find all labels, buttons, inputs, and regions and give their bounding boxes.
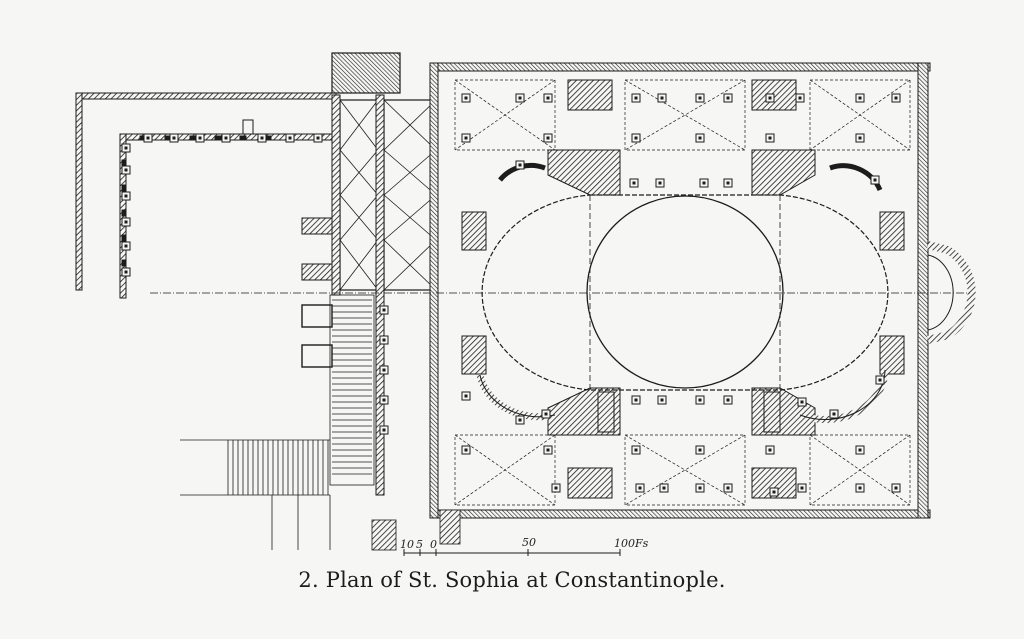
- scale-label-100: 100: [614, 537, 635, 550]
- column-shaft: [224, 136, 228, 140]
- column-shaft: [260, 136, 264, 140]
- column-shaft: [124, 270, 128, 274]
- column-shaft: [878, 378, 882, 382]
- floor-plan: 10 5 0 50 100 Fs: [75, 52, 976, 556]
- column-shaft: [660, 96, 664, 100]
- column-shaft: [726, 486, 730, 490]
- column-shaft: [698, 448, 702, 452]
- column-shaft: [858, 486, 862, 490]
- nave: [150, 162, 976, 424]
- column-shaft: [146, 136, 150, 140]
- column-shaft: [544, 412, 548, 416]
- column-shaft: [632, 181, 636, 185]
- column-shaft: [873, 178, 877, 182]
- column-shaft: [546, 96, 550, 100]
- column-shaft: [518, 96, 522, 100]
- column-shaft: [464, 448, 468, 452]
- column-shaft: [634, 136, 638, 140]
- caption-number: 2.: [298, 568, 319, 592]
- column-shaft: [858, 96, 862, 100]
- stairs: [329, 294, 375, 486]
- column-shaft: [382, 338, 386, 342]
- column-shaft: [124, 194, 128, 198]
- scale-label-0: 0: [430, 538, 437, 551]
- column-shaft: [832, 412, 836, 416]
- column-shaft: [698, 398, 702, 402]
- scale-label-5: 5: [416, 538, 423, 551]
- column-shaft: [698, 136, 702, 140]
- scale-label-unit: Fs: [634, 537, 649, 550]
- column-shaft: [124, 168, 128, 172]
- column-shaft: [698, 486, 702, 490]
- column-shaft: [198, 136, 202, 140]
- column-shaft: [634, 448, 638, 452]
- column-shaft: [464, 394, 468, 398]
- column-shaft: [124, 220, 128, 224]
- narthex: [301, 94, 437, 496]
- column-shaft: [768, 136, 772, 140]
- column-shaft: [634, 398, 638, 402]
- column-shaft: [382, 398, 386, 402]
- column-shaft: [768, 448, 772, 452]
- column-shaft: [316, 136, 320, 140]
- column-shaft: [726, 398, 730, 402]
- column-shaft: [772, 490, 776, 494]
- column-shaft: [288, 136, 292, 140]
- column-shaft: [800, 486, 804, 490]
- aisle-vaults: [454, 79, 911, 506]
- column-shaft: [546, 448, 550, 452]
- column-shaft: [726, 181, 730, 185]
- scale-label-50: 50: [522, 536, 536, 549]
- column-shaft: [634, 96, 638, 100]
- column-shaft: [464, 96, 468, 100]
- column-shaft: [660, 398, 664, 402]
- columns: [121, 93, 901, 497]
- column-shaft: [894, 96, 898, 100]
- column-shaft: [172, 136, 176, 140]
- column-shaft: [124, 146, 128, 150]
- entrance-steps: [180, 439, 461, 551]
- column-shaft: [518, 163, 522, 167]
- figure-caption: 2. Plan of St. Sophia at Constantinople.: [0, 568, 1024, 592]
- church-outer-walls: [429, 62, 931, 519]
- column-shaft: [702, 181, 706, 185]
- column-shaft: [798, 96, 802, 100]
- column-shaft: [518, 418, 522, 422]
- column-shaft: [658, 181, 662, 185]
- column-shaft: [546, 136, 550, 140]
- column-shaft: [800, 400, 804, 404]
- column-shaft: [726, 96, 730, 100]
- column-shaft: [464, 136, 468, 140]
- column-shaft: [638, 486, 642, 490]
- scale-bar: 10 5 0 50 100 Fs: [400, 536, 649, 556]
- column-shaft: [554, 486, 558, 490]
- caption-title: Plan of St. Sophia at Constantinople.: [325, 568, 726, 592]
- column-shaft: [124, 244, 128, 248]
- column-shaft: [768, 96, 772, 100]
- column-shaft: [894, 486, 898, 490]
- scale-label-10: 10: [400, 538, 414, 551]
- column-shaft: [662, 486, 666, 490]
- column-shaft: [858, 136, 862, 140]
- column-shaft: [382, 368, 386, 372]
- column-shaft: [382, 428, 386, 432]
- column-shaft: [382, 308, 386, 312]
- column-shaft: [858, 448, 862, 452]
- column-shaft: [698, 96, 702, 100]
